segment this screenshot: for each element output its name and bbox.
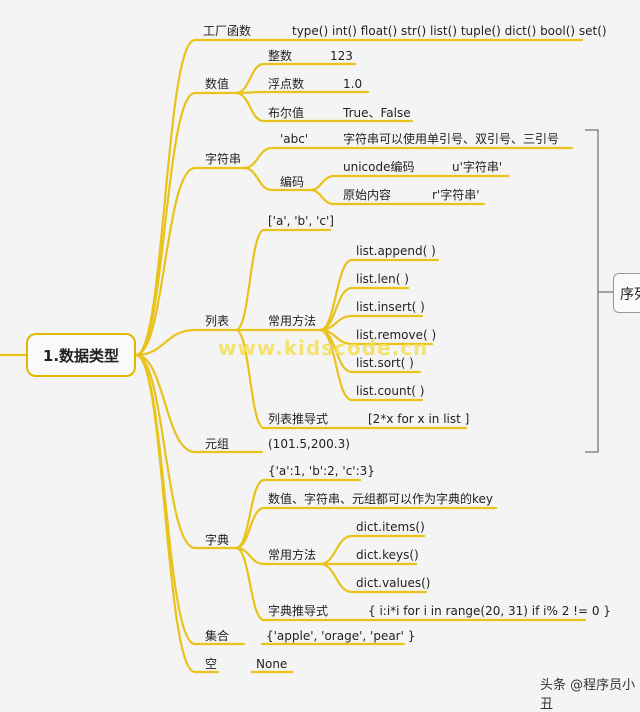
dict-example: {'a':1, 'b':2, 'c':3} xyxy=(268,464,375,478)
dict-comprehension-label: 字典推导式 xyxy=(268,604,329,618)
bool-label: 布尔值 xyxy=(268,106,305,120)
float-value: 1.0 xyxy=(343,77,363,91)
raw-label: 原始内容 xyxy=(343,188,392,202)
list-method-item: list.remove( ) xyxy=(356,328,437,342)
dict-label: 字典 xyxy=(205,533,230,547)
none-value: None xyxy=(256,657,288,671)
set-label: 集合 xyxy=(205,629,230,643)
string-quote-desc: 字符串可以使用单引号、双引号、三引号 xyxy=(343,132,560,146)
encoding-label: 编码 xyxy=(280,175,305,189)
dict-methods-label: 常用方法 xyxy=(268,548,317,562)
raw-value: r'字符串' xyxy=(432,188,480,202)
watermark-text: www.kidscode.cn xyxy=(218,336,429,360)
list-method-item: list.append( ) xyxy=(356,244,436,258)
list-comprehension-label: 列表推导式 xyxy=(268,412,329,426)
sequence-node: 序列 xyxy=(613,273,640,313)
number-label: 数值 xyxy=(205,77,230,91)
root-node: 1.数据类型 xyxy=(26,333,136,377)
list-methods-label: 常用方法 xyxy=(268,314,317,328)
list-method-item: list.count( ) xyxy=(356,384,425,398)
factory-value: type() int() float() str() list() tuple(… xyxy=(292,24,607,38)
string-quote-example: 'abc' xyxy=(280,132,309,146)
int-value: 123 xyxy=(330,49,353,63)
list-method-item: list.len( ) xyxy=(356,272,409,286)
list-method-item: list.insert( ) xyxy=(356,300,425,314)
list-comprehension-value: [2*x for x in list ] xyxy=(368,412,470,426)
bool-value: True、False xyxy=(343,106,411,120)
dict-method-item: dict.values() xyxy=(356,576,431,590)
set-value: {'apple', 'orage', 'pear' } xyxy=(266,629,416,643)
dict-note: 数值、字符串、元组都可以作为字典的key xyxy=(268,492,494,506)
root-label: 1.数据类型 xyxy=(42,346,120,365)
list-label: 列表 xyxy=(205,314,230,328)
factory-label: 工厂函数 xyxy=(203,24,252,38)
string-label: 字符串 xyxy=(205,152,242,166)
unicode-value: u'字符串' xyxy=(452,160,503,174)
dict-comprehension-value: { i:i*i for i in range(20, 31) if i% 2 !… xyxy=(368,604,611,618)
dict-method-item: dict.items() xyxy=(356,520,425,534)
author-credit: 头条 @程序员小丑 xyxy=(540,678,636,712)
int-label: 整数 xyxy=(268,49,293,63)
unicode-label: unicode编码 xyxy=(343,160,415,174)
tuple-value: (101.5,200.3) xyxy=(268,437,350,451)
tuple-label: 元组 xyxy=(205,437,230,451)
float-label: 浮点数 xyxy=(268,77,305,91)
sequence-label: 序列 xyxy=(620,287,640,303)
dict-method-item: dict.keys() xyxy=(356,548,419,562)
list-method-item: list.sort( ) xyxy=(356,356,414,370)
list-example: ['a', 'b', 'c'] xyxy=(268,214,334,228)
none-label: 空 xyxy=(205,657,218,671)
